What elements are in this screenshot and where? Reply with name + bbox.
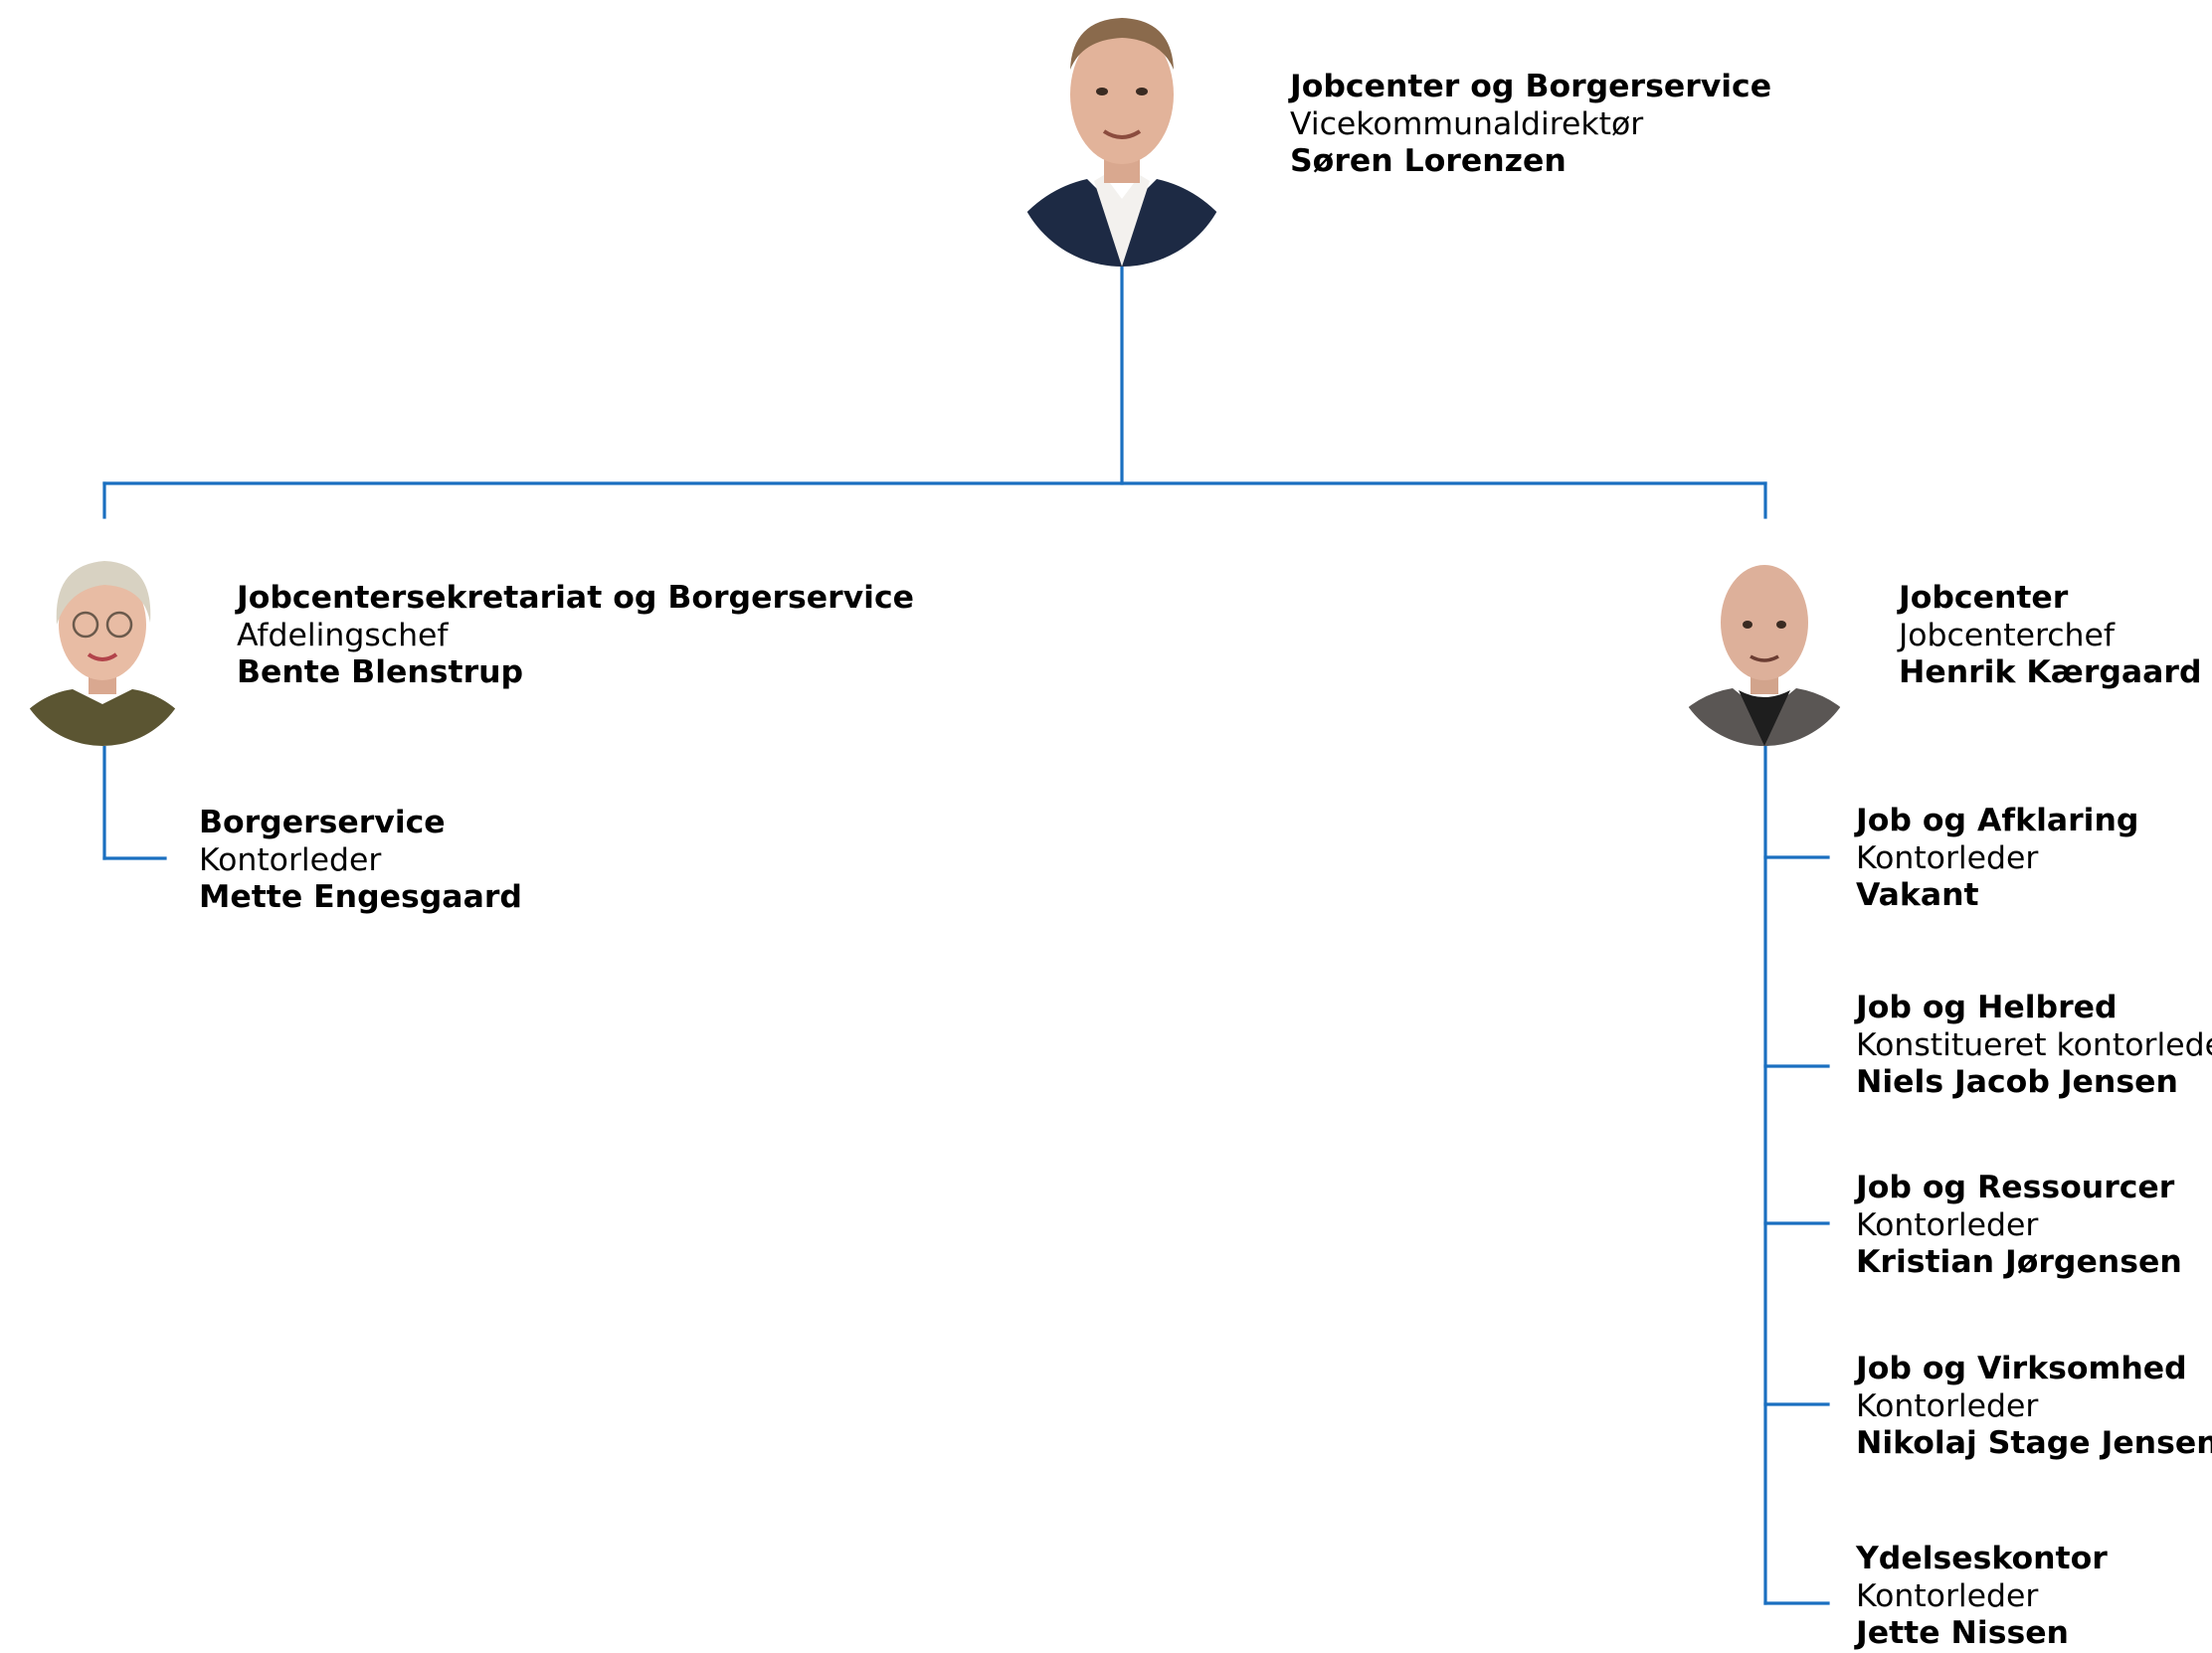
unit-name: Jobcenter og Borgerservice — [1290, 69, 1772, 104]
right-child-job-og-ressourcer: Job og Ressourcer Kontorleder Kristian J… — [1856, 1170, 2182, 1282]
avatar-top — [1013, 0, 1231, 267]
person-name: Niels Jacob Jensen — [1856, 1064, 2178, 1100]
top-label: Jobcenter og Borgerservice Vicekommunald… — [1290, 69, 1771, 181]
role-title: Kontorleder — [1856, 1577, 2039, 1614]
left-child-borgerservice: Borgerservice Kontorleder Mette Engesgaa… — [199, 805, 522, 917]
unit-name: Job og Virksomhed — [1856, 1351, 2187, 1386]
role-title: Jobcenterchef — [1899, 617, 2115, 653]
role-title: Konstitueret kontorleder — [1856, 1026, 2212, 1063]
left-label: Jobcentersekretariat og Borgerservice Af… — [237, 580, 914, 692]
person-name: Bente Blenstrup — [237, 654, 524, 690]
person-name: Jette Nissen — [1856, 1615, 2069, 1651]
person-name: Nikolaj Stage Jensen — [1856, 1425, 2212, 1461]
unit-name: Job og Helbred — [1856, 990, 2118, 1025]
avatar-right — [1671, 545, 1858, 746]
role-title: Kontorleder — [199, 841, 382, 878]
right-child-ydelseskontor: Ydelseskontor Kontorleder Jette Nissen — [1856, 1541, 2108, 1653]
role-title: Afdelingschef — [237, 617, 449, 653]
person-name: Kristian Jørgensen — [1856, 1244, 2182, 1280]
right-label: Jobcenter Jobcenterchef Henrik Kærgaard — [1899, 580, 2202, 692]
right-child-job-og-helbred: Job og Helbred Konstitueret kontorleder … — [1856, 990, 2212, 1102]
portrait-bente-blenstrup — [13, 545, 192, 746]
unit-name: Borgerservice — [199, 805, 446, 840]
role-title: Kontorleder — [1856, 1387, 2039, 1424]
role-title: Vicekommunaldirektør — [1290, 105, 1644, 142]
portrait-henrik-kaergaard — [1671, 545, 1858, 746]
right-child-job-og-virksomhed: Job og Virksomhed Kontorleder Nikolaj St… — [1856, 1351, 2212, 1463]
unit-name: Ydelseskontor — [1856, 1541, 2108, 1576]
role-title: Kontorleder — [1856, 1206, 2039, 1243]
unit-name: Jobcentersekretariat og Borgerservice — [237, 580, 915, 616]
portrait-soren-lorenzen — [1013, 0, 1231, 267]
person-name: Mette Engesgaard — [199, 879, 522, 915]
right-child-job-og-afklaring: Job og Afklaring Kontorleder Vakant — [1856, 803, 2138, 915]
unit-name: Job og Ressourcer — [1856, 1170, 2175, 1205]
person-name: Henrik Kærgaard — [1899, 654, 2202, 690]
person-name: Vakant — [1856, 877, 1979, 913]
role-title: Kontorleder — [1856, 839, 2039, 876]
person-name: Søren Lorenzen — [1290, 143, 1567, 179]
unit-name: Job og Afklaring — [1856, 803, 2139, 838]
unit-name: Jobcenter — [1899, 580, 2069, 616]
avatar-left — [13, 545, 192, 746]
